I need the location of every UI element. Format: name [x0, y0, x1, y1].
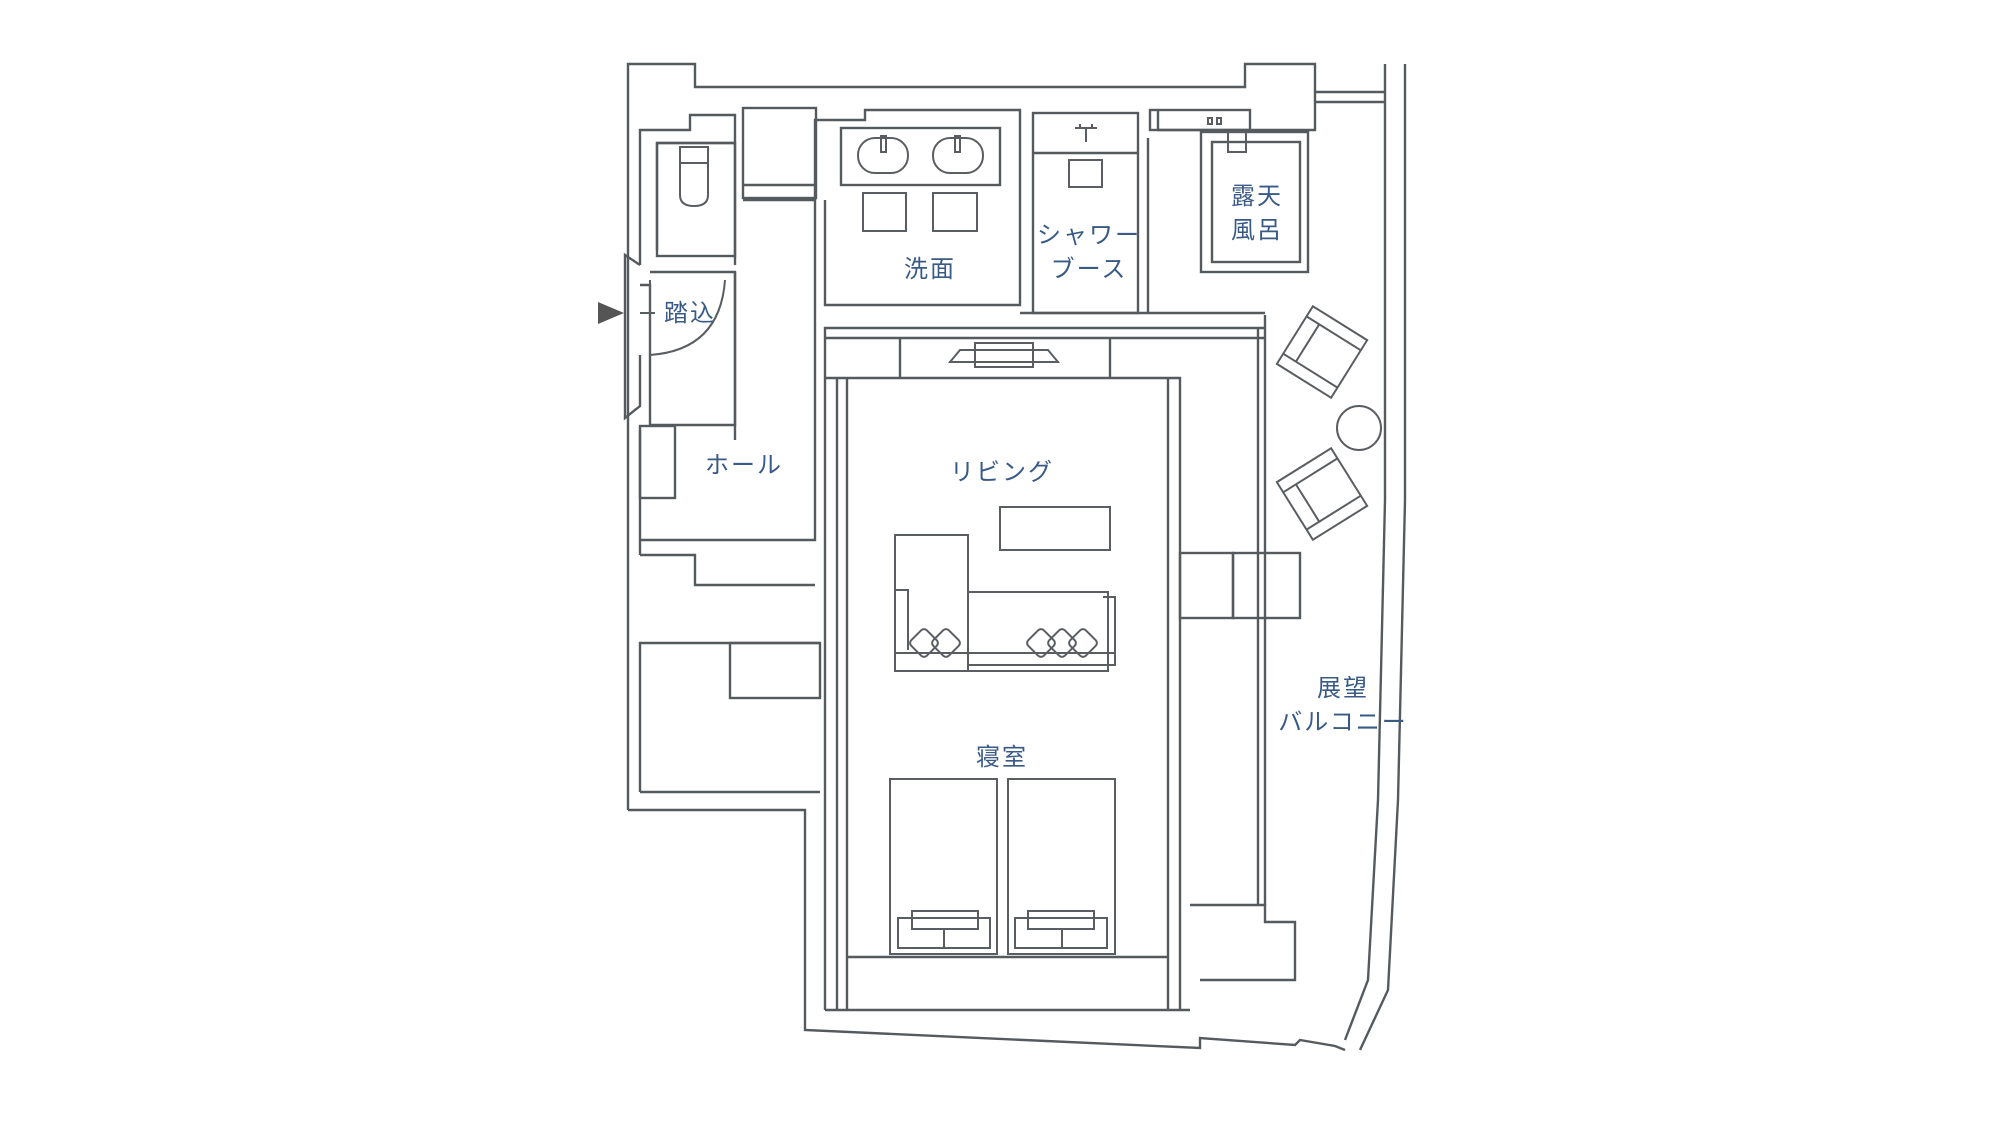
room-label-open-air-bath-line1: 露天	[1231, 182, 1283, 210]
hall-area	[638, 198, 817, 587]
room-label-hall: ホール	[705, 451, 783, 479]
room-label-balcony-line2: バルコニー	[1278, 708, 1408, 736]
side-table-icon	[1336, 405, 1382, 451]
washroom	[813, 108, 1022, 307]
toilet-room	[638, 106, 818, 265]
cushion-icon	[1047, 628, 1077, 658]
entry-area	[598, 252, 737, 440]
room-label-shower-line2: ブース	[1050, 255, 1128, 283]
washbasin-icon	[932, 137, 984, 174]
cushion-icon	[909, 628, 939, 658]
living-bedroom-block	[823, 326, 1265, 1012]
room-label-living: リビング	[950, 458, 1054, 486]
room-label-bedroom: 寝室	[976, 743, 1028, 771]
shower-booth	[1020, 111, 1265, 315]
entrance-arrow-icon	[598, 302, 624, 324]
coffee-table-icon	[999, 506, 1111, 551]
room-label-shower: シャワー ブース	[1034, 218, 1144, 286]
cushion-icon	[1026, 628, 1056, 658]
balcony-partition	[1178, 315, 1302, 982]
room-label-washroom: 洗面	[904, 255, 956, 283]
beds	[889, 778, 1116, 955]
cushion-icon	[1068, 628, 1098, 658]
room-label-entry: 踏込	[664, 299, 716, 327]
room-label-balcony-line1: 展望	[1317, 674, 1369, 702]
living-furniture	[894, 506, 1116, 672]
closet	[638, 641, 822, 794]
room-label-balcony: 展望 バルコニー	[1268, 671, 1418, 739]
toilet-icon	[679, 146, 709, 208]
sofa-icon	[967, 591, 1109, 672]
washbasin-icon	[857, 137, 909, 174]
open-air-bath	[1148, 108, 1310, 274]
lounge-chair-icon	[1275, 304, 1369, 400]
shower-faucet-icon	[1075, 124, 1097, 142]
room-label-open-air-bath-line2: 風呂	[1231, 216, 1283, 244]
balcony-furniture	[1275, 304, 1382, 542]
bed-icon	[889, 778, 998, 955]
outer-walls	[626, 62, 1407, 1052]
door-swing-icon	[649, 279, 726, 356]
bed-icon	[1007, 778, 1116, 955]
lounge-chair-icon	[1275, 446, 1369, 542]
room-label-open-air-bath: 露天 風呂	[1227, 179, 1287, 247]
room-label-shower-line1: シャワー	[1037, 221, 1141, 249]
cushion-icon	[931, 628, 961, 658]
tv-icon	[947, 349, 1061, 363]
